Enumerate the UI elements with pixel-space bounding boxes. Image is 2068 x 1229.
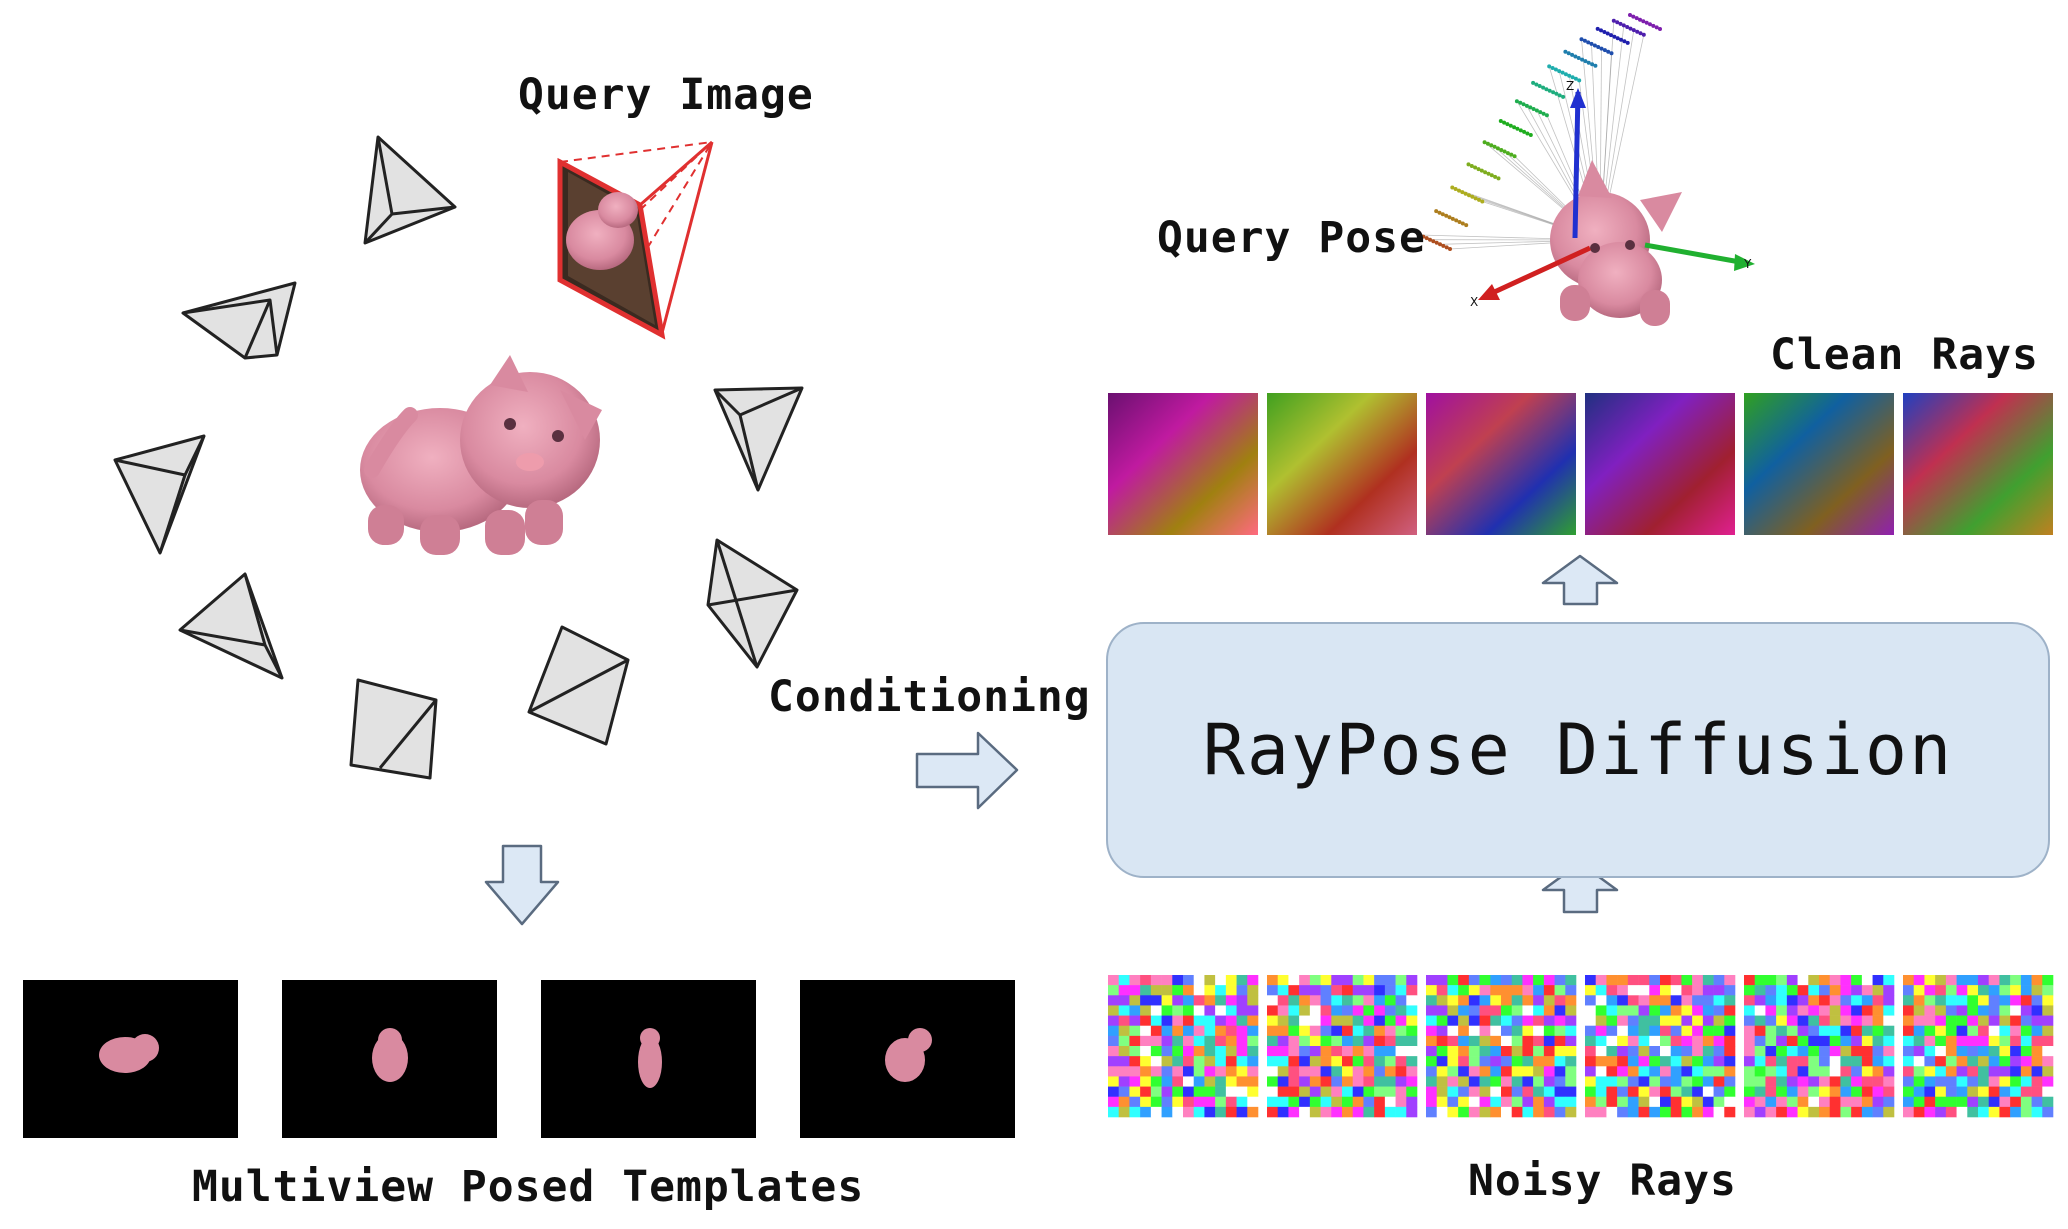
object-cat: [360, 355, 602, 555]
right-arrow-icon: [915, 731, 1019, 810]
model-label: RayPose Diffusion: [1202, 709, 1954, 791]
clean-rays-row: [1108, 393, 2053, 535]
clean-ray-tile: [1903, 393, 2053, 535]
query-pose-visual: Z Y X: [1418, 13, 1755, 326]
axis-z-icon: [1572, 91, 1581, 239]
down-arrow-icon: [484, 844, 560, 926]
conditioning-label: Conditioning: [768, 672, 1091, 722]
noisy-rays-label: Noisy Rays: [1468, 1156, 1737, 1206]
clean-rays-label: Clean Rays: [1770, 330, 2039, 380]
noisy-ray-tile: [1585, 975, 1736, 1118]
noisy-rays-row: [1108, 975, 2054, 1118]
clean-ray-tile: [1426, 393, 1576, 535]
template-thumbnails: [23, 980, 1015, 1138]
axis-x-label: X: [1470, 295, 1478, 309]
noisy-ray-tile: [1426, 975, 1577, 1118]
query-pose-label: Query Pose: [1157, 213, 1426, 263]
noisy-ray-tile: [1744, 975, 1895, 1118]
axis-y-icon: [1644, 242, 1741, 265]
arrows: [484, 554, 1619, 926]
noisy-ray-tile: [1903, 975, 2054, 1118]
camera-frustum-icon: [181, 281, 297, 360]
clean-ray-tile: [1744, 393, 1894, 535]
query-image-label: Query Image: [518, 70, 814, 120]
clean-ray-tile: [1267, 393, 1417, 535]
camera-frustums: [113, 135, 804, 780]
camera-frustum-icon: [113, 434, 206, 555]
camera-frustum-icon: [349, 678, 438, 780]
camera-frustum-icon: [178, 572, 284, 680]
axis-z-label: Z: [1566, 79, 1574, 93]
templates-label: Multiview Posed Templates: [192, 1162, 865, 1212]
axis-x-icon: [1488, 245, 1592, 297]
up-arrow-icon: [1541, 554, 1619, 606]
raypose-diffusion-box: RayPose Diffusion: [1106, 622, 2050, 878]
query-image-frustum: [557, 140, 714, 340]
camera-frustum-icon: [363, 135, 457, 245]
camera-frustum-icon: [527, 625, 630, 746]
camera-frustum-icon: [706, 538, 799, 669]
camera-frustum-icon: [713, 386, 804, 492]
clean-ray-tile: [1108, 393, 1258, 535]
noisy-ray-tile: [1108, 975, 1259, 1118]
noisy-ray-tile: [1267, 975, 1418, 1118]
clean-ray-tile: [1585, 393, 1735, 535]
axis-y-label: Y: [1743, 257, 1752, 271]
